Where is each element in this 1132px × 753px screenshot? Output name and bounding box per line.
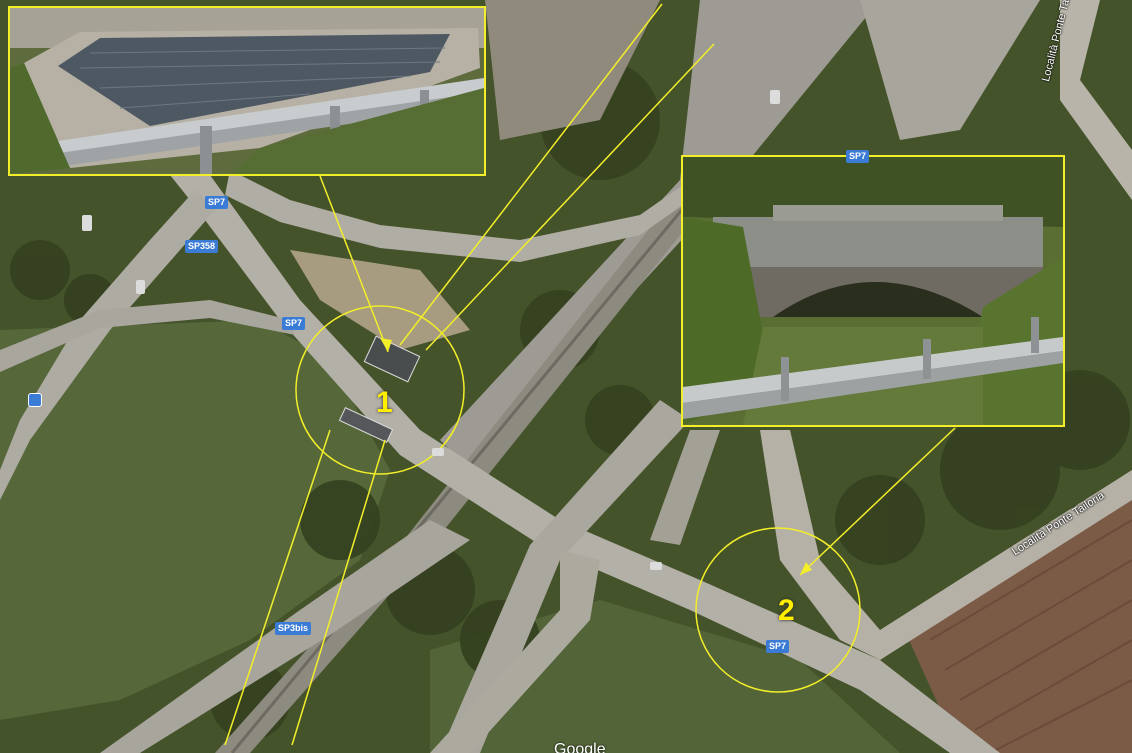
road-label-sp358: SP358 <box>185 240 219 253</box>
plowed-field <box>900 480 1132 753</box>
marker-number-2: 2 <box>778 594 795 627</box>
road-sp3bis <box>100 520 470 753</box>
photo-inset-grating <box>8 6 486 176</box>
road-loop <box>225 170 690 262</box>
callout-circle-2 <box>695 527 861 693</box>
road-label-sp7: SP7 <box>846 150 870 163</box>
road-label-sp3bis: SP3bis <box>275 622 312 635</box>
road-label-sp7: SP7 <box>205 196 229 209</box>
road-label-sp7: SP7 <box>282 317 306 330</box>
field-left <box>0 320 390 720</box>
road-cross <box>440 400 690 753</box>
map-watermark: Google <box>554 741 606 753</box>
photo-inset-bridge <box>681 155 1065 427</box>
transit-icon[interactable] <box>28 393 42 407</box>
road-sp7 <box>170 175 1000 753</box>
marker-number-1: 1 <box>376 386 393 419</box>
highway-ne-2 <box>860 0 1040 140</box>
yard-area <box>485 0 660 140</box>
road-label-sp7: SP7 <box>766 640 790 653</box>
callout-circle-1 <box>295 305 465 475</box>
road-sp358 <box>0 190 215 500</box>
road-localita <box>760 430 1132 660</box>
railway <box>215 190 700 753</box>
